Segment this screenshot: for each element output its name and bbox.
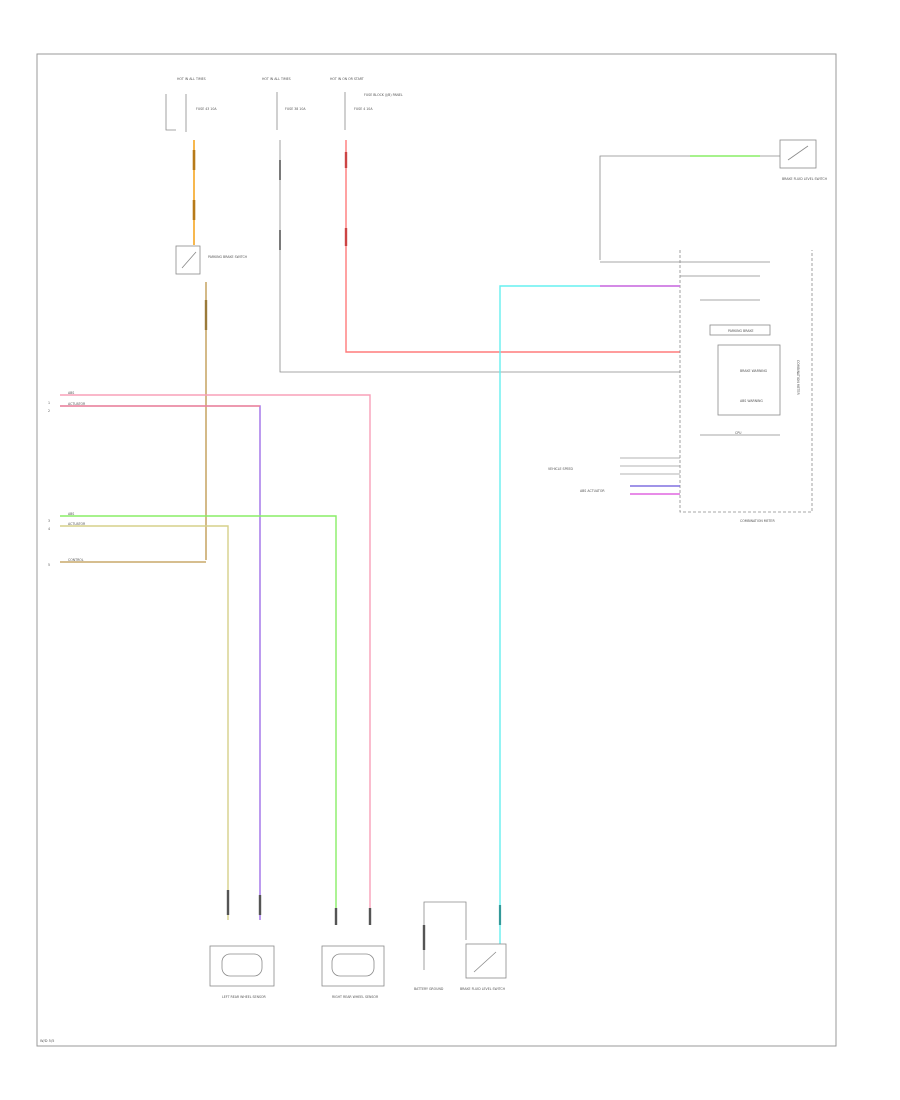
fuse-3: HOT IN ON OR START FUSE 4 10A FUSE BLOCK… bbox=[330, 77, 403, 130]
diagram-frame bbox=[36, 53, 837, 1047]
right-rear-wheel-sensor: RIGHT REAR WHEEL SENSOR bbox=[321, 945, 385, 999]
svg-text:CPU: CPU bbox=[735, 431, 742, 435]
svg-text:4: 4 bbox=[48, 527, 50, 531]
parking-brake-switch: PARKING BRAKE SWITCH bbox=[175, 245, 248, 275]
fuse-1: HOT IN ALL TIMES FUSE 43 10A bbox=[165, 77, 217, 132]
svg-text:3: 3 bbox=[48, 519, 50, 523]
left-rear-wheel-sensor: LEFT REAR WHEEL SENSOR bbox=[209, 945, 275, 999]
bottom-4-label: BRAKE FLUID LEVEL SWITCH bbox=[460, 987, 506, 991]
switch-1-label: PARKING BRAKE SWITCH bbox=[208, 255, 248, 259]
svg-text:ABS: ABS bbox=[68, 391, 74, 395]
meter-inputs: VEHICLE SPEED ABS ACTUATOR bbox=[548, 457, 680, 495]
fuse-2-label: HOT IN ALL TIMES bbox=[262, 77, 291, 81]
svg-text:1: 1 bbox=[48, 401, 50, 405]
svg-text:ABS ACTUATOR: ABS ACTUATOR bbox=[580, 489, 605, 493]
battery-ground: BATTERY GROUND bbox=[414, 901, 467, 991]
svg-text:ACTUATOR: ACTUATOR bbox=[68, 522, 86, 526]
svg-text:2: 2 bbox=[48, 409, 50, 413]
fuse-2: HOT IN ALL TIMES FUSE 38 10A bbox=[262, 77, 306, 130]
svg-text:5: 5 bbox=[48, 563, 50, 567]
fuse-1-label: HOT IN ALL TIMES bbox=[177, 77, 206, 81]
connector-marks bbox=[226, 890, 372, 925]
fuse-2-sub: FUSE 38 10A bbox=[285, 107, 306, 111]
svg-text:ABS: ABS bbox=[68, 512, 74, 516]
page-corner-label: W/D 5/5 bbox=[40, 1039, 54, 1043]
svg-text:VEHICLE SPEED: VEHICLE SPEED bbox=[548, 467, 574, 471]
bottom-3-label: BATTERY GROUND bbox=[414, 987, 444, 991]
left-harness: 1 2 3 4 5 ABS ACTUATOR ABS ACTUATOR CONT… bbox=[48, 391, 371, 920]
combination-meter-label: COMBINATION METER bbox=[740, 519, 775, 523]
wire-cyan bbox=[498, 285, 680, 945]
combination-meter: PARKING BRAKE BRAKE WARNING ABS WARNING … bbox=[600, 250, 813, 523]
svg-text:CONTROL: CONTROL bbox=[68, 558, 84, 562]
meter-side-label: COMBINATION METER bbox=[796, 360, 800, 395]
fuse-box-note: FUSE BLOCK (J/B) PANEL bbox=[364, 93, 403, 97]
bottom-1-label: LEFT REAR WHEEL SENSOR bbox=[222, 995, 266, 999]
svg-text:BRAKE WARNING: BRAKE WARNING bbox=[740, 369, 768, 373]
brake-fluid-switch-top: BRAKE FLUID LEVEL SWITCH bbox=[599, 139, 828, 260]
bottom-2-label: RIGHT REAR WHEEL SENSOR bbox=[332, 995, 379, 999]
brake-fluid-level-switch: BRAKE FLUID LEVEL SWITCH bbox=[460, 943, 507, 991]
wire-red-fuse3 bbox=[344, 140, 680, 353]
wire-gray-fuse2 bbox=[279, 140, 680, 373]
svg-text:PARKING BRAKE: PARKING BRAKE bbox=[728, 329, 754, 333]
fuse-3-sub: FUSE 4 10A bbox=[354, 107, 373, 111]
top-switch-label: BRAKE FLUID LEVEL SWITCH bbox=[782, 177, 828, 181]
fuse-3-label: HOT IN ON OR START bbox=[330, 77, 364, 81]
svg-text:ACTUATOR: ACTUATOR bbox=[68, 402, 86, 406]
fuse-1-sub: FUSE 43 10A bbox=[196, 107, 217, 111]
svg-text:ABS WARNING: ABS WARNING bbox=[740, 399, 763, 403]
